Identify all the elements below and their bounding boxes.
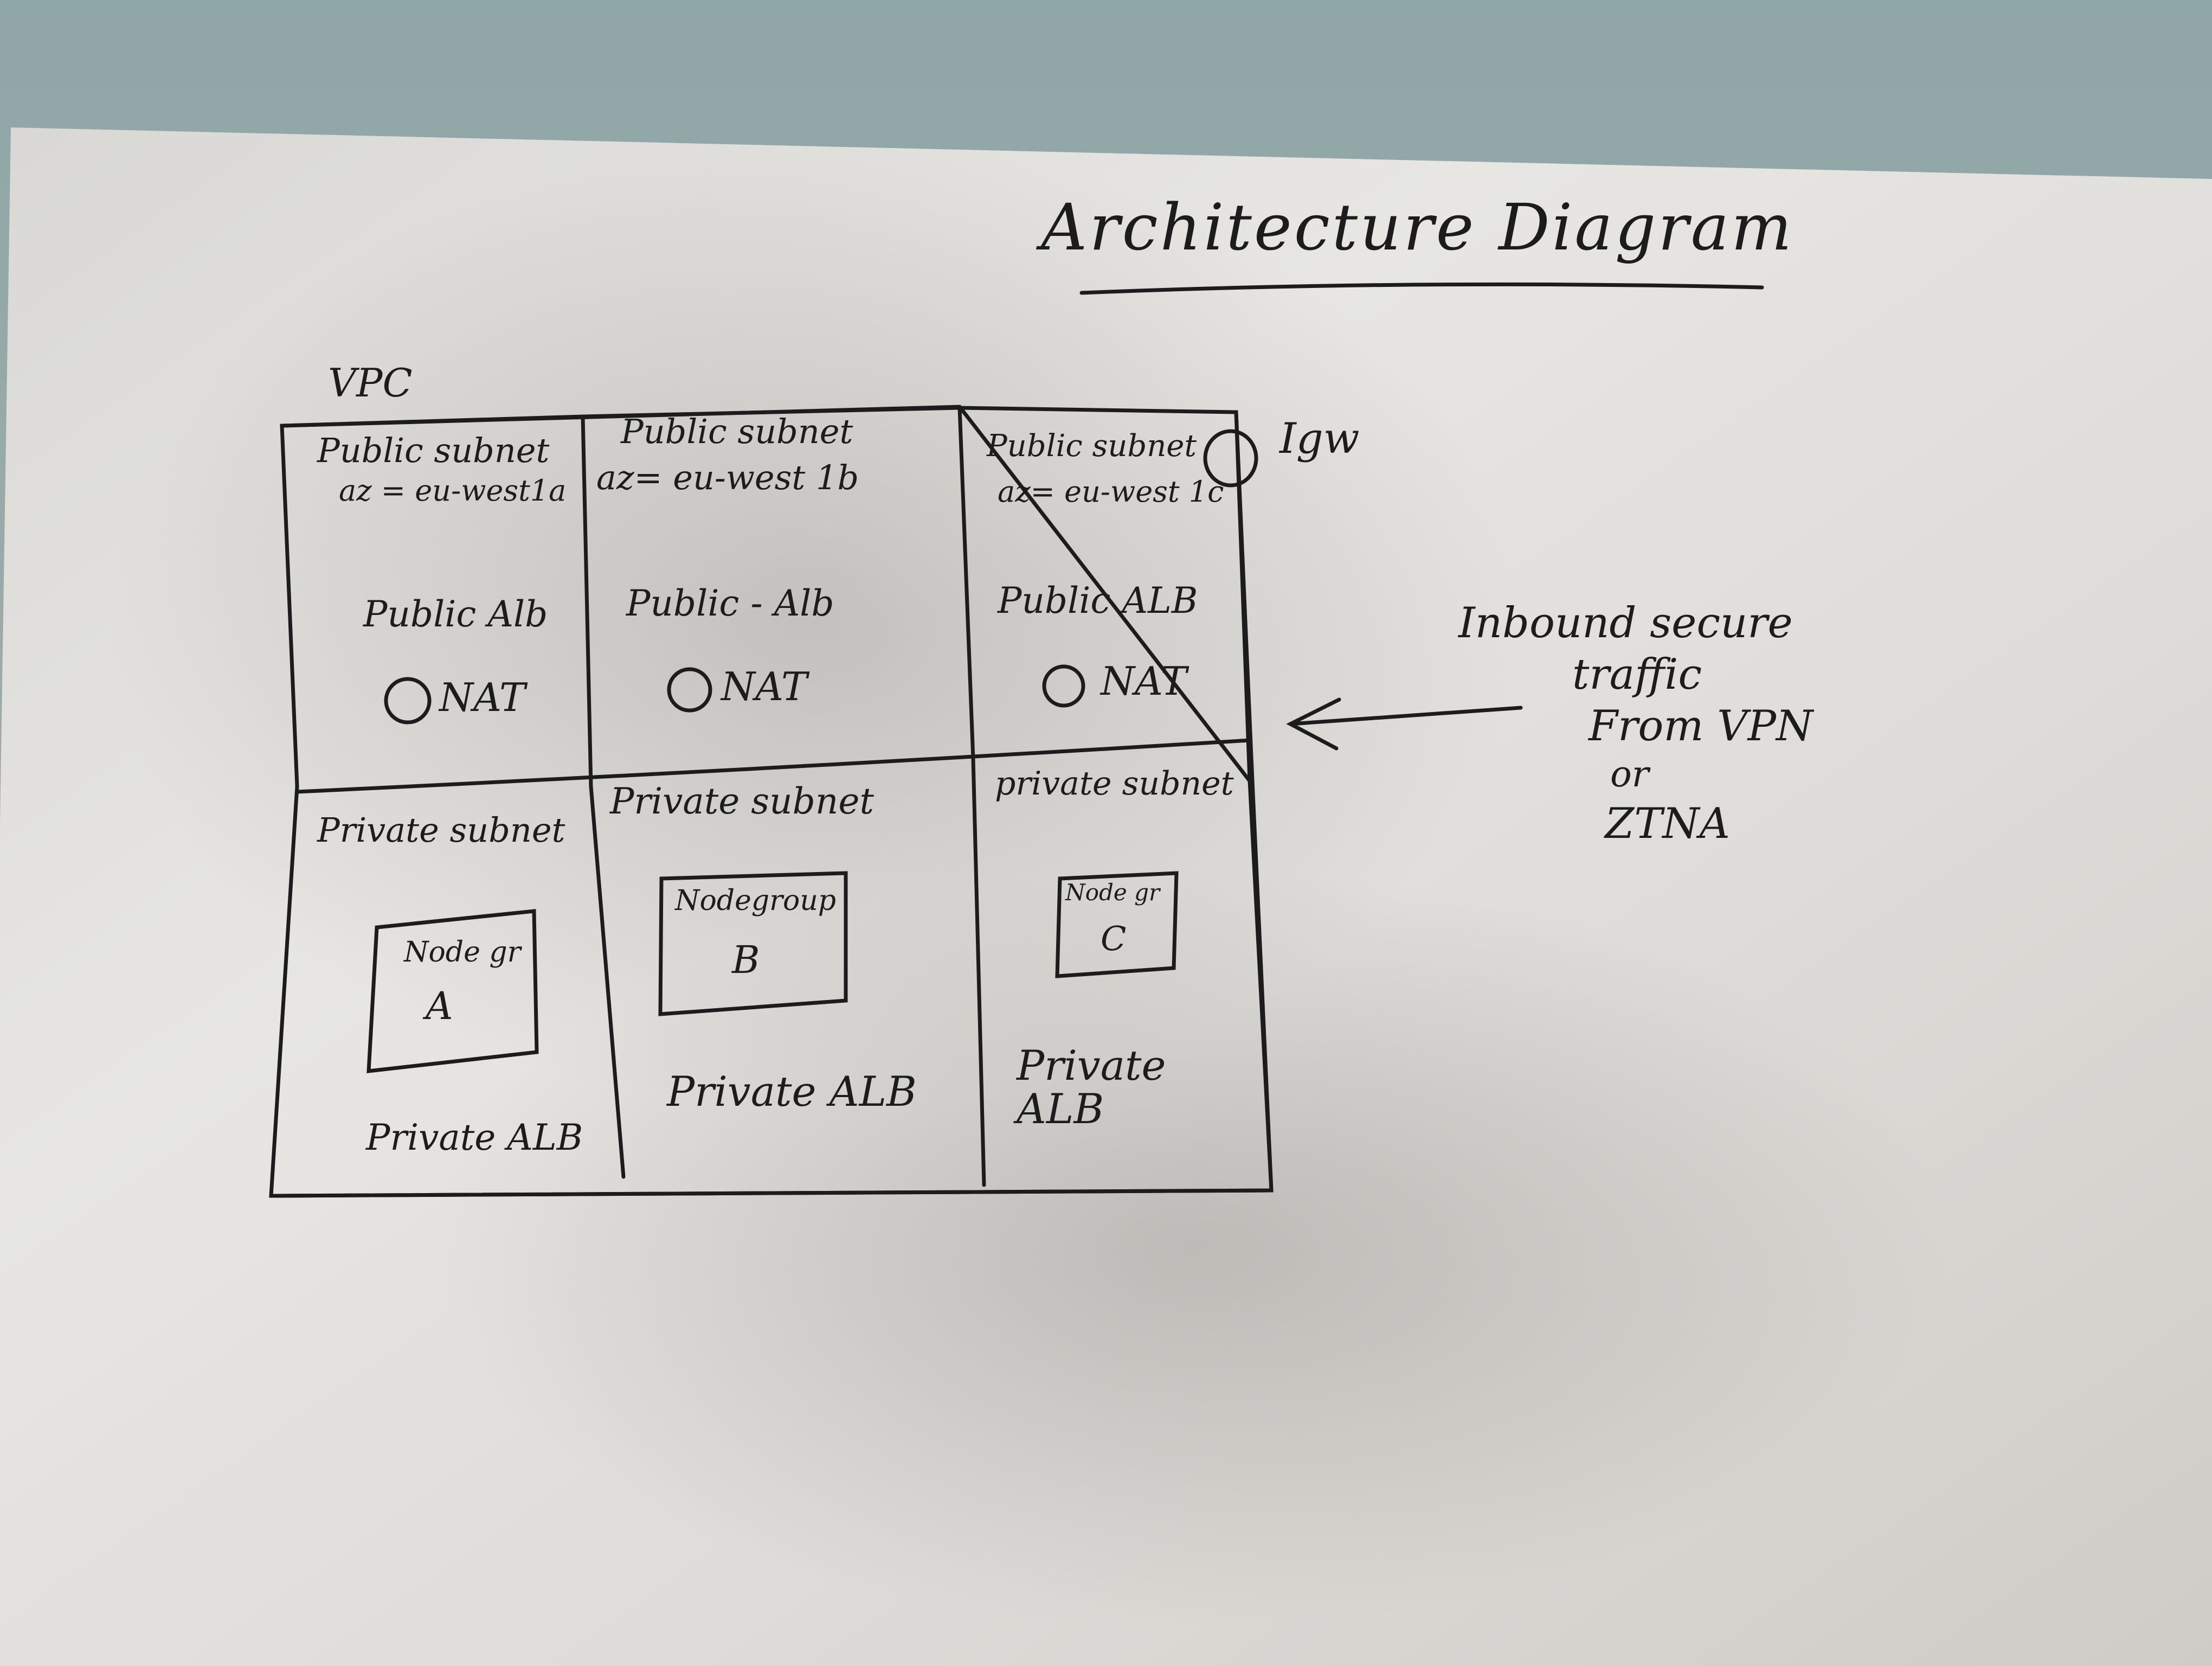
nodegroup-box-c [1055, 871, 1179, 978]
inbound-note-line-5: ZTNA [1605, 799, 1730, 848]
igw-label: Igw [1279, 414, 1360, 463]
private-subnet-1-title: Private subnet [317, 810, 565, 850]
private-subnet-3-title: private subnet [995, 765, 1234, 803]
inbound-note-line-2: traffic [1572, 650, 1702, 699]
inbound-note-line-4: or [1610, 753, 1649, 795]
nodegroup-a-id: A [426, 984, 453, 1028]
nodegroup-a-label: Node gr [404, 936, 521, 969]
shadow-blob [108, 136, 1518, 1112]
public-subnet-2-az: az= eu-west 1b [596, 458, 859, 497]
nat-circle-1 [384, 677, 432, 725]
title-underline [1079, 282, 1764, 295]
ink-strokes [269, 282, 1764, 1198]
igw-circle [1203, 429, 1258, 488]
public-subnet-1-nat: NAT [439, 675, 526, 720]
nodegroup-b-label: Nodegroup [675, 885, 837, 917]
vpc-label: VPC [328, 360, 413, 406]
vpc-bottom-edge [269, 1188, 1274, 1198]
public-subnet-1-alb: Public Alb [363, 593, 548, 635]
public-subnet-2-alb: Public - Alb [626, 582, 834, 624]
inbound-note-line-3: From VPN [1589, 702, 1814, 751]
row-divider [295, 738, 1252, 794]
col-divider-1 [581, 414, 626, 1179]
private-subnet-3-alb: Private ALB [1017, 1041, 1166, 1133]
public-subnet-3-nat: NAT [1101, 658, 1187, 704]
nodegroup-c-label: Node gr [1065, 879, 1160, 906]
private-subnet-1-alb: Private ALB [366, 1117, 583, 1158]
public-subnet-1-title: Public subnet [317, 431, 550, 470]
nodegroup-box-b [658, 871, 848, 1016]
inbound-note-line-1: Inbound secure [1458, 599, 1793, 648]
public-subnet-2-title: Public subnet [621, 412, 853, 451]
vpc-right-edge [1234, 410, 1274, 1193]
nodegroup-b-id: B [732, 938, 760, 982]
private-subnet-2-title: Private subnet [610, 780, 874, 822]
inbound-arrow-head [1286, 697, 1341, 751]
inbound-arrow-shaft [1288, 706, 1523, 726]
page-title: Architecture Diagram [1041, 190, 1794, 265]
shadow-blob-2 [434, 868, 1952, 1627]
col-divider-2 [957, 406, 986, 1187]
nat-circle-2 [667, 667, 712, 713]
public-subnet-1-az: az = eu-west1a [339, 473, 567, 508]
public-subnet-2-nat: NAT [721, 664, 808, 709]
public-subnet-3-az: az= eu-west 1c [998, 475, 1224, 509]
nodegroup-c-id: C [1101, 919, 1127, 958]
public-subnet-3-alb: Public ALB [998, 580, 1198, 621]
private-subnet-2-alb: Private ALB [667, 1067, 917, 1116]
nat-circle-3 [1042, 664, 1085, 708]
nodegroup-box-a [366, 909, 539, 1073]
public-subnet-3-title: Public subnet [987, 428, 1197, 464]
